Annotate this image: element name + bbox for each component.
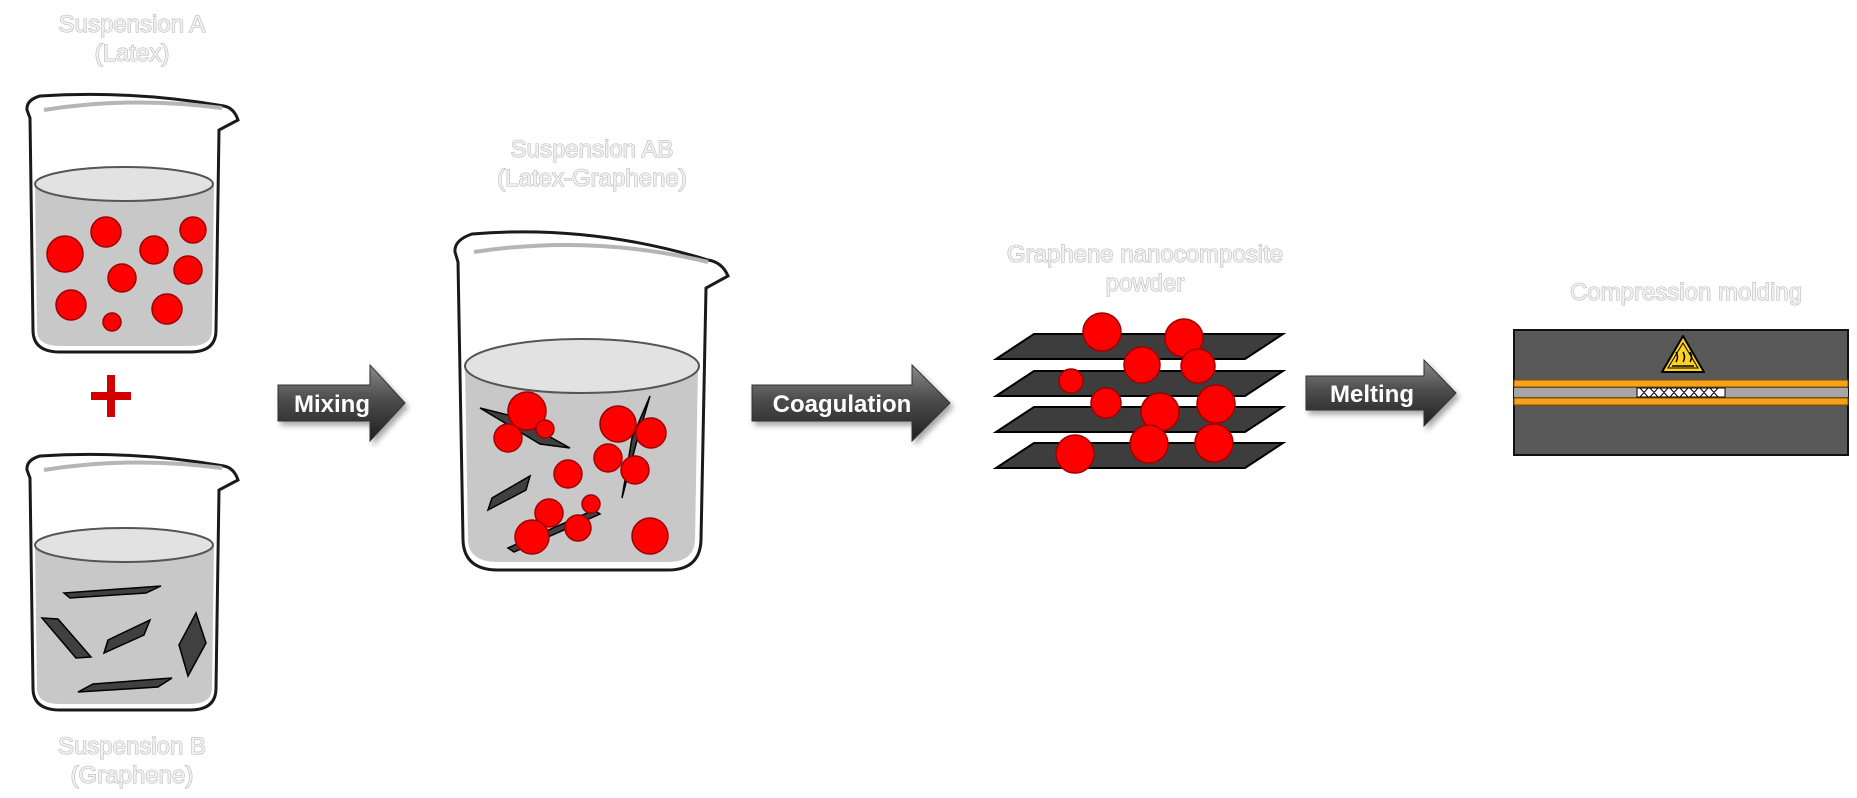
beaker-suspension-ab: Suspension AB (Latex-Graphene) [453,135,730,572]
upper-heater-plate [1513,379,1849,388]
latex-particle [599,405,637,443]
latex-particle [635,417,667,449]
suspension-ab-title: Suspension AB [511,136,674,163]
latex-particle [593,443,623,473]
latex-particle [151,293,183,325]
latex-particle [535,419,555,439]
latex-particle [46,235,84,273]
latex-particle [1090,387,1122,419]
latex-particle [55,289,87,321]
graphene-flake [486,474,532,512]
latex-particles-a [46,216,207,332]
mixing-label: Mixing [294,391,370,418]
suspension-ab-subtitle: (Latex-Graphene) [497,165,686,192]
melting-arrow: Melting [1305,358,1457,428]
latex-particle [631,517,669,555]
coagulation-label: Coagulation [773,391,912,418]
latex-particle [1082,312,1122,352]
suspension-b-subtitle: (Graphene) [71,762,194,789]
compression-molding-title: Compression molding [1570,279,1802,306]
suspension-a-subtitle: (Latex) [95,40,170,67]
latex-particle [507,391,547,431]
latex-particle [90,216,122,248]
latex-particle [620,455,650,485]
graphene-flake [178,611,207,678]
latex-particle [493,423,523,453]
beaker-suspension-a: Suspension A (Latex) [25,10,240,354]
mixing-arrow: Mixing [277,363,406,443]
latex-particle [1196,384,1236,424]
beaker-suspension-b: Suspension B (Graphene) [25,452,240,790]
latex-particle [581,494,601,514]
graphene-flake [77,677,173,693]
latex-particle [179,216,207,244]
sample-hatch [1639,387,1719,398]
latex-particle [1129,424,1169,464]
latex-particle [514,519,550,555]
sample-film [1636,387,1726,398]
suspension-b-title: Suspension B [58,733,206,760]
nanocomposite-powder: Graphene nanocomposite powder [992,240,1287,474]
coagulation-arrow: Coagulation [751,363,951,443]
latex-particle [1180,348,1216,384]
latex-particle [553,459,583,489]
latex-particle [1055,434,1095,474]
graphene-flake [40,617,93,659]
compression-molding: Compression molding [1513,278,1849,456]
suspension-a-title: Suspension A [59,11,206,38]
graphene-flakes-b [40,585,207,693]
hot-surface-warning-icon [1661,335,1705,373]
latex-particles-ab [493,391,669,555]
powder-title: Graphene nanocomposite [1007,241,1283,268]
melting-label: Melting [1330,381,1414,408]
red-plus-icon [91,375,131,417]
latex-particle [1123,346,1161,384]
graphene-flake [62,585,162,599]
graphene-flake [102,618,152,655]
latex-particle [139,235,169,265]
latex-particle [534,498,564,528]
powder-subtitle: powder [1106,270,1185,297]
latex-particle [102,312,122,332]
latex-particle [564,514,592,542]
latex-particle [107,263,137,293]
latex-particle [173,255,203,285]
latex-particle [1058,368,1084,394]
lower-heater-plate [1513,397,1849,406]
latex-particle [1194,423,1234,463]
